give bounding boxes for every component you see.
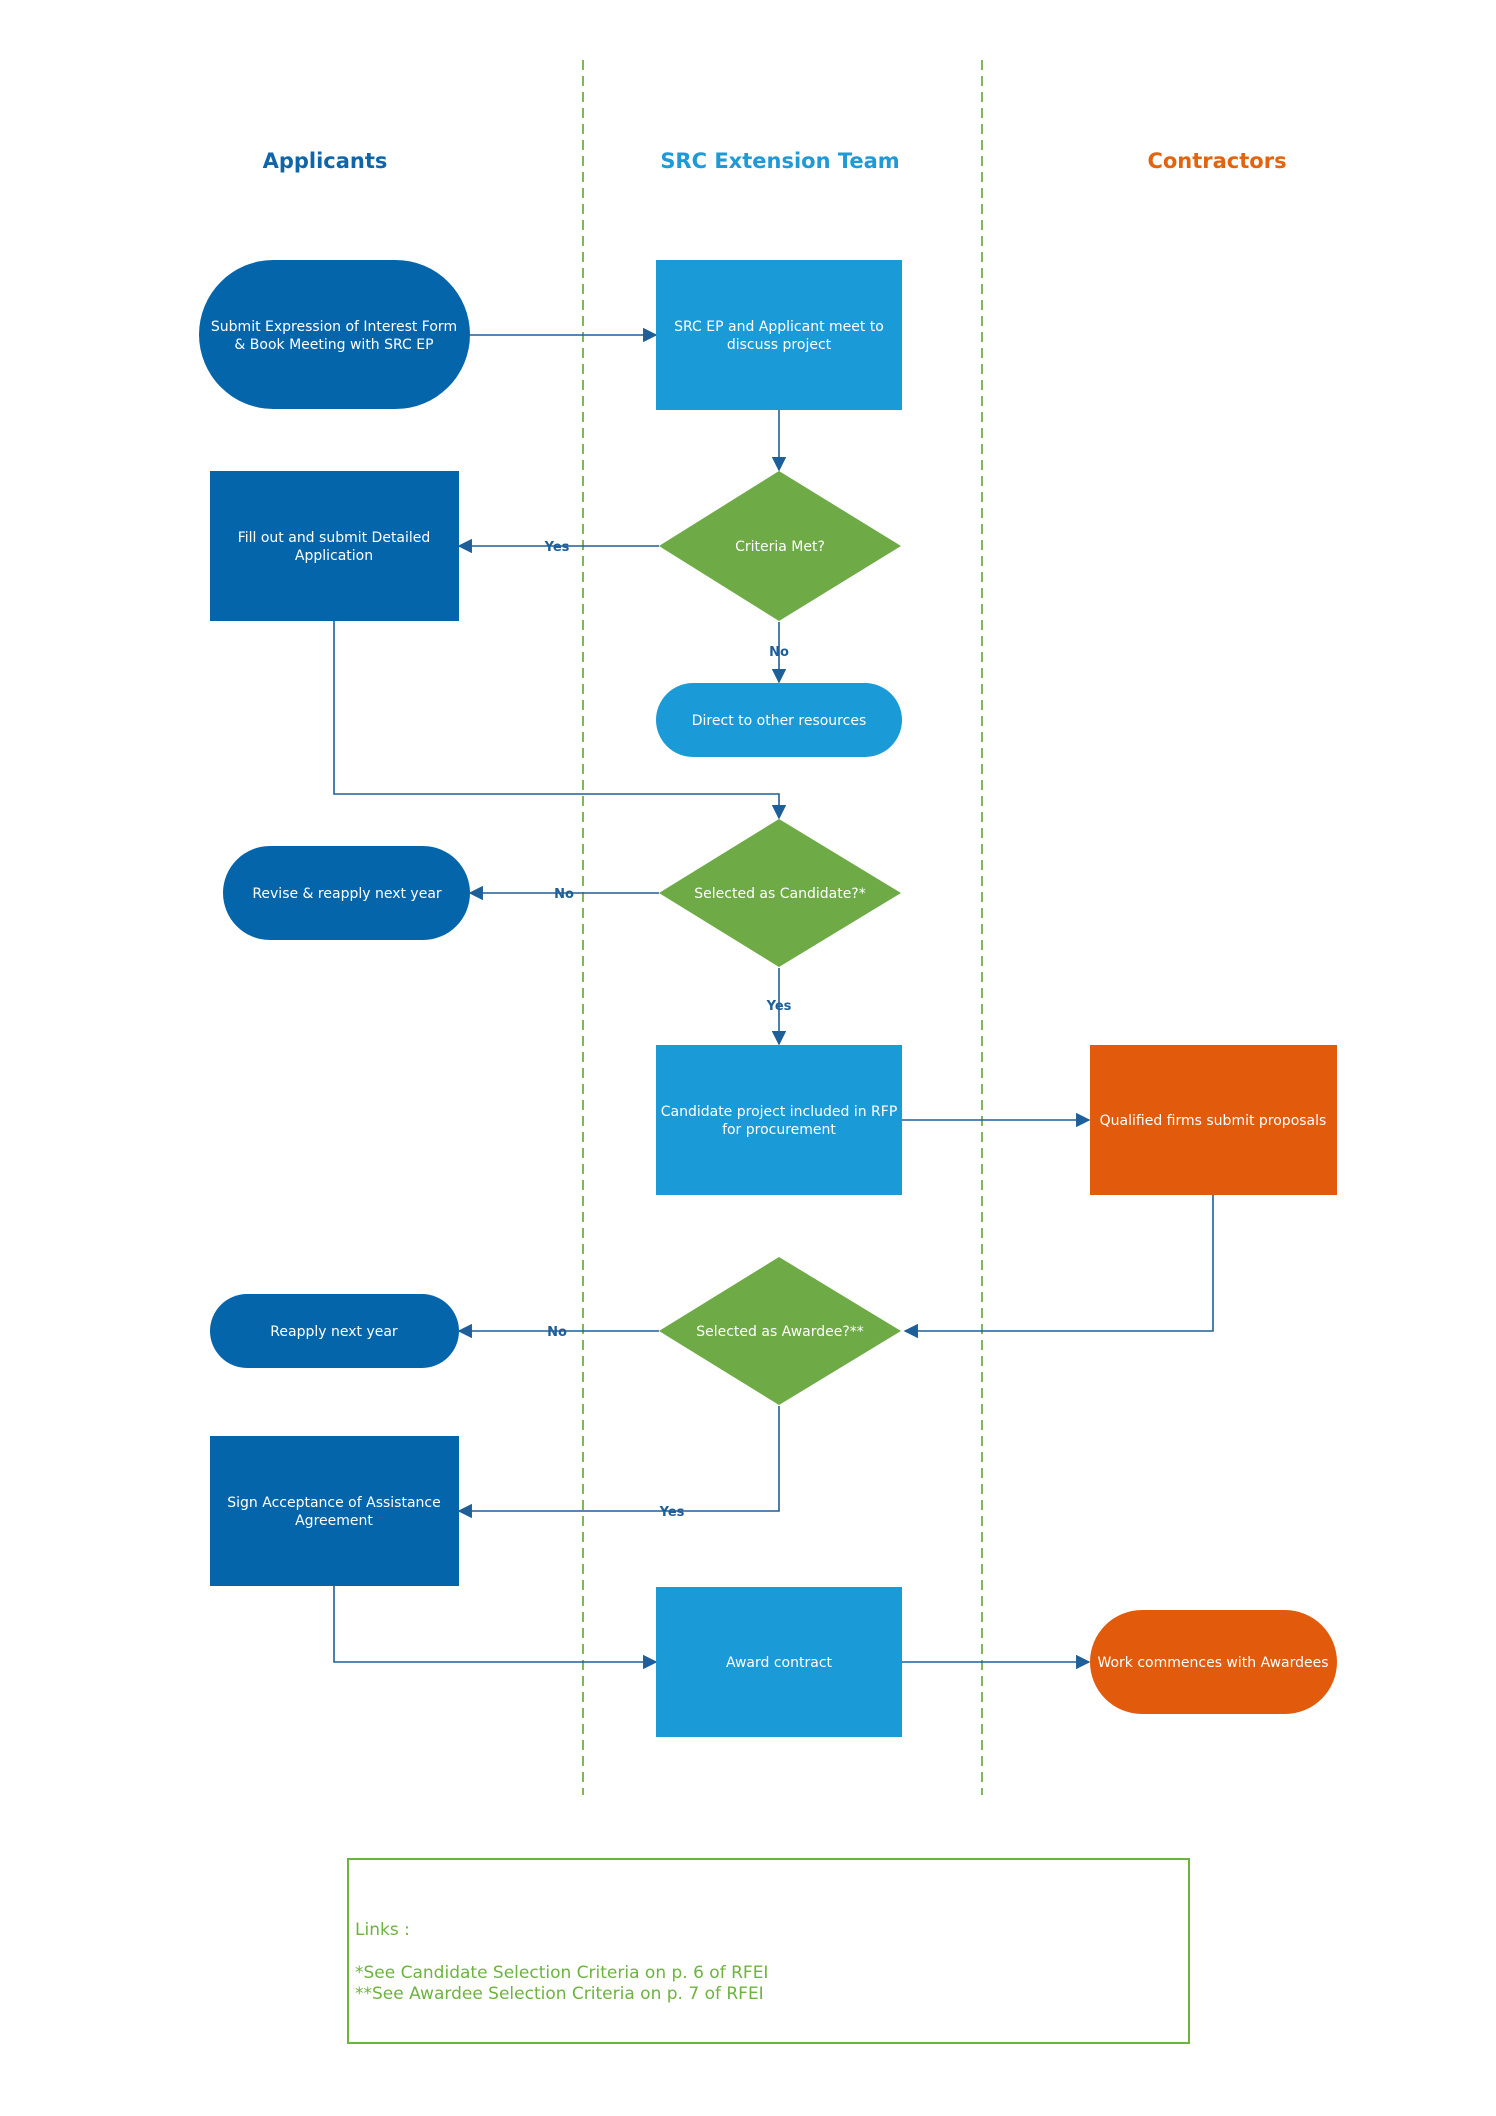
edge-label-no-awardee: No <box>547 1325 567 1340</box>
terminal-shape <box>210 1294 459 1368</box>
process-shape <box>210 1436 459 1586</box>
node-label: Qualified firms submit proposals <box>1100 1113 1327 1129</box>
node-revise-reapply: Revise & reapply next year <box>223 846 470 940</box>
edge-label-no-candidate: No <box>554 887 574 902</box>
node-firms-submit: Qualified firms submit proposals <box>1090 1045 1337 1195</box>
node-label: Agreement <box>295 1513 373 1529</box>
decision-shape <box>659 1257 901 1405</box>
edge-labels: Yes No No Yes No Yes <box>544 540 792 1520</box>
connectors <box>333 327 1214 1670</box>
edge-label-yes-awardee: Yes <box>659 1505 685 1520</box>
edge-sign-to-award <box>333 1586 658 1670</box>
node-label: Award contract <box>726 1655 833 1671</box>
node-selected-candidate: Selected as Candidate?* <box>659 819 901 967</box>
node-label: Fill out and submit Detailed <box>238 530 431 546</box>
node-reapply-next: Reapply next year <box>210 1294 459 1368</box>
process-shape <box>656 1045 902 1195</box>
node-label: Selected as Candidate?* <box>694 886 865 902</box>
links-awardee-criteria[interactable]: **See Awardee Selection Criteria on p. 7… <box>355 1984 764 2004</box>
links-heading: Links : <box>355 1920 410 1940</box>
node-label: Submit Expression of Interest Form <box>211 319 457 335</box>
node-label: Criteria Met? <box>735 539 825 555</box>
edge-firms-to-awardee <box>903 1195 1214 1339</box>
node-label: Sign Acceptance of Assistance <box>227 1495 440 1511</box>
node-direct-other: Direct to other resources <box>656 683 902 757</box>
node-label: Selected as Awardee?** <box>696 1324 864 1340</box>
process-shape <box>1090 1045 1337 1195</box>
terminal-shape <box>223 846 470 940</box>
node-label: Reapply next year <box>270 1324 398 1340</box>
decision-shape <box>659 471 901 621</box>
node-submit-eoi: Submit Expression of Interest Form & Boo… <box>199 260 470 409</box>
lane-title-applicants: Applicants <box>263 149 388 173</box>
edge-detailed-to-candidate <box>333 621 787 820</box>
edge-awardee-to-sign <box>457 1406 780 1519</box>
terminal-shape <box>199 260 470 409</box>
node-label: for procurement <box>722 1122 836 1138</box>
node-selected-awardee: Selected as Awardee?** <box>659 1257 901 1405</box>
decision-shape <box>659 819 901 967</box>
links-box-frame <box>347 1858 1190 2044</box>
node-label: Revise & reapply next year <box>252 886 442 902</box>
lane-title-src-team: SRC Extension Team <box>660 149 899 173</box>
node-sign-acceptance: Sign Acceptance of Assistance Agreement <box>210 1436 459 1586</box>
process-shape <box>656 260 902 410</box>
node-label: SRC EP and Applicant meet to <box>674 319 884 335</box>
node-criteria-met: Criteria Met? <box>659 471 901 621</box>
edge-label-yes-candidate: Yes <box>766 999 792 1014</box>
node-label: discuss project <box>727 337 832 353</box>
node-label: & Book Meeting with SRC EP <box>234 337 433 353</box>
edge-label-no-criteria: No <box>769 645 789 660</box>
node-label: Work commences with Awardees <box>1097 1655 1328 1671</box>
process-shape <box>210 471 459 621</box>
node-label: Application <box>295 548 373 564</box>
node-work-commences: Work commences with Awardees <box>1090 1610 1337 1714</box>
edge-label-yes-criteria: Yes <box>544 540 570 555</box>
node-meet: SRC EP and Applicant meet to discuss pro… <box>656 260 902 410</box>
lane-title-contractors: Contractors <box>1147 149 1286 173</box>
node-award-contract: Award contract <box>656 1587 902 1737</box>
node-label: Candidate project included in RFP <box>661 1104 898 1120</box>
terminal-shape <box>1090 1610 1337 1714</box>
node-candidate-rfp: Candidate project included in RFP for pr… <box>656 1045 902 1195</box>
links-box: Links : *See Candidate Selection Criteri… <box>347 1858 1190 2044</box>
process-shape <box>656 1587 902 1737</box>
node-label: Direct to other resources <box>692 713 866 729</box>
node-detailed-app: Fill out and submit Detailed Application <box>210 471 459 621</box>
terminal-shape <box>656 683 902 757</box>
links-candidate-criteria[interactable]: *See Candidate Selection Criteria on p. … <box>355 1963 768 1983</box>
